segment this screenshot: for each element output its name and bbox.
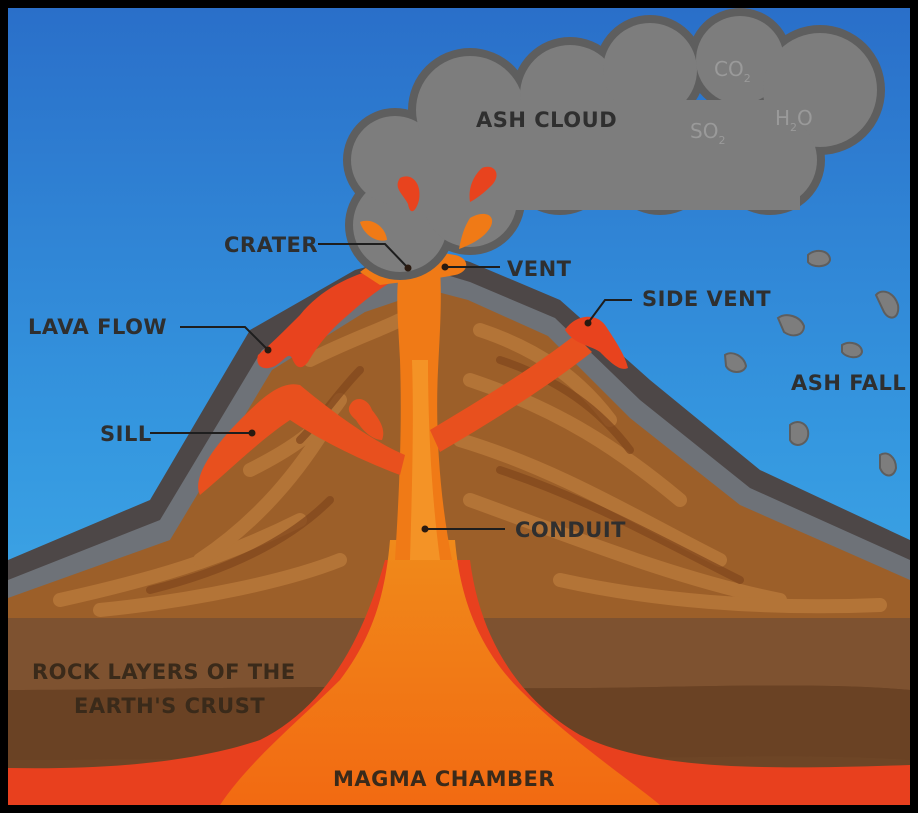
gas-co2-base: CO	[714, 57, 744, 81]
gas-h2o: H2O	[775, 106, 813, 134]
gas-h2o-base: H	[775, 106, 790, 130]
rock-stripes-dark	[146, 356, 744, 594]
label-side-vent: SIDE VENT	[642, 287, 771, 311]
label-ash-fall: ASH FALL	[791, 371, 906, 395]
ash-fall-particles	[723, 249, 900, 477]
ash-particle	[874, 290, 900, 319]
ash-particle	[807, 249, 832, 268]
gas-co2: CO2	[714, 57, 751, 85]
ash-particle	[789, 421, 810, 446]
leader-dot-vent	[441, 263, 449, 271]
magma-blob	[348, 398, 384, 440]
leader-dot-lava-flow	[264, 346, 272, 354]
conduit-core	[410, 360, 440, 560]
label-ash-cloud: ASH CLOUD	[476, 108, 617, 132]
gas-so2: SO2	[690, 119, 725, 147]
leader-crater	[318, 243, 409, 269]
leader-side-vent	[587, 299, 632, 324]
label-crater: CRATER	[224, 233, 318, 257]
gas-so2-sub: 2	[718, 134, 725, 147]
sill-branch	[198, 384, 405, 495]
side-vent-flow	[565, 316, 628, 369]
gas-co2-sub: 2	[744, 72, 751, 85]
ash-particle	[879, 452, 898, 477]
leader-dot-side-vent	[584, 319, 592, 327]
label-magma-chamber: MAGMA CHAMBER	[333, 767, 555, 791]
label-lava-flow: LAVA FLOW	[28, 315, 167, 339]
leader-dot-sill	[248, 429, 256, 437]
lava-flow	[257, 268, 395, 369]
leader-dot-conduit	[421, 525, 429, 533]
ash-particle	[841, 341, 864, 359]
leader-lava-flow	[180, 326, 269, 351]
gas-h2o-tail: O	[797, 106, 813, 130]
lava-bomb-front-2	[469, 166, 497, 202]
label-rock-layers-line1: ROCK LAYERS OF THE	[32, 660, 296, 684]
ash-particle	[723, 352, 748, 373]
label-sill: SILL	[100, 422, 152, 446]
lava-bomb-front-1	[397, 176, 420, 212]
lava-bomb-front-3	[360, 220, 387, 241]
gas-h2o-sub: 2	[790, 121, 797, 134]
label-conduit: CONDUIT	[515, 518, 626, 542]
label-vent: VENT	[507, 257, 572, 281]
ash-particle	[776, 314, 806, 337]
leader-dot-crater	[404, 264, 412, 272]
side-vent-branch	[430, 335, 592, 452]
rock-stripes	[53, 313, 887, 617]
gas-so2-base: SO	[690, 119, 718, 143]
lava-bomb-front-4	[459, 213, 493, 249]
magma-chamber-inner	[220, 540, 660, 805]
label-rock-layers-line2: EARTH'S CRUST	[74, 694, 265, 718]
